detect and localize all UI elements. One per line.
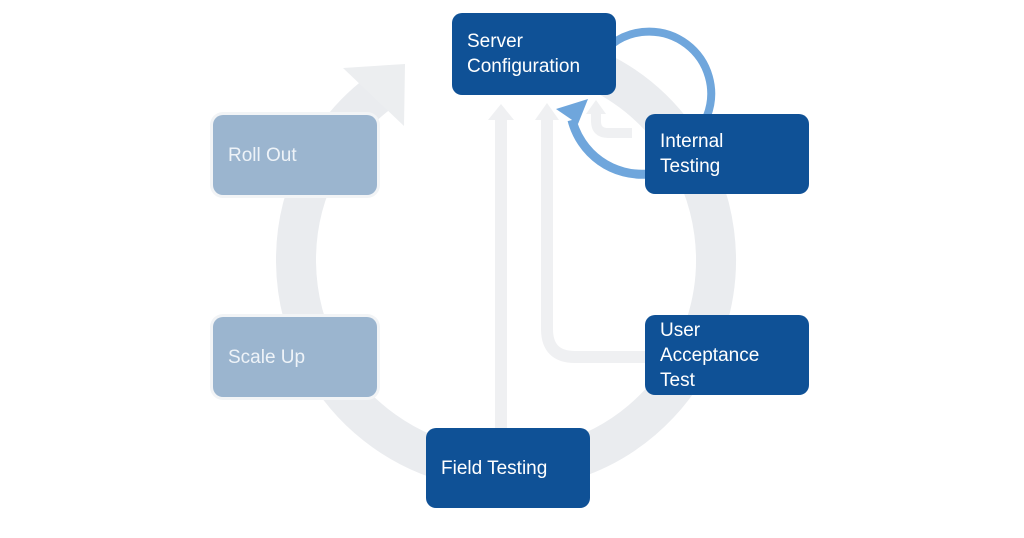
node-label: Server Configuration	[467, 31, 581, 77]
internal-testing-feedback-arc-inner	[567, 118, 649, 179]
field-testing-return-arrowhead	[488, 104, 514, 120]
user-acceptance-return-arrowhead	[535, 103, 559, 120]
node-label: Scale Up	[228, 346, 306, 368]
field-testing-return-line	[495, 118, 507, 430]
feedback-arrowhead	[556, 99, 588, 124]
node-internal-testing: Internal Testing	[645, 114, 809, 194]
user-acceptance-return-line	[541, 118, 648, 363]
node-field-testing: Field Testing	[426, 428, 590, 508]
node-label: Roll Out	[228, 144, 297, 166]
node-server-configuration: Server Configuration	[452, 13, 616, 95]
node-user-acceptance-test: User Acceptance Test	[645, 315, 809, 395]
node-scale-up: Scale Up	[213, 317, 377, 397]
node-label: Internal Testing	[660, 131, 724, 177]
internal-testing-faded-hook	[591, 112, 632, 138]
node-roll-out: Roll Out	[213, 115, 377, 195]
node-label: User Acceptance Test	[660, 319, 760, 391]
node-label: Field Testing	[441, 457, 548, 479]
internal-testing-faded-hook-arrowhead	[586, 100, 606, 114]
internal-testing-feedback-arc-outer	[609, 27, 716, 118]
cycle-ring-arrowhead	[343, 64, 405, 126]
